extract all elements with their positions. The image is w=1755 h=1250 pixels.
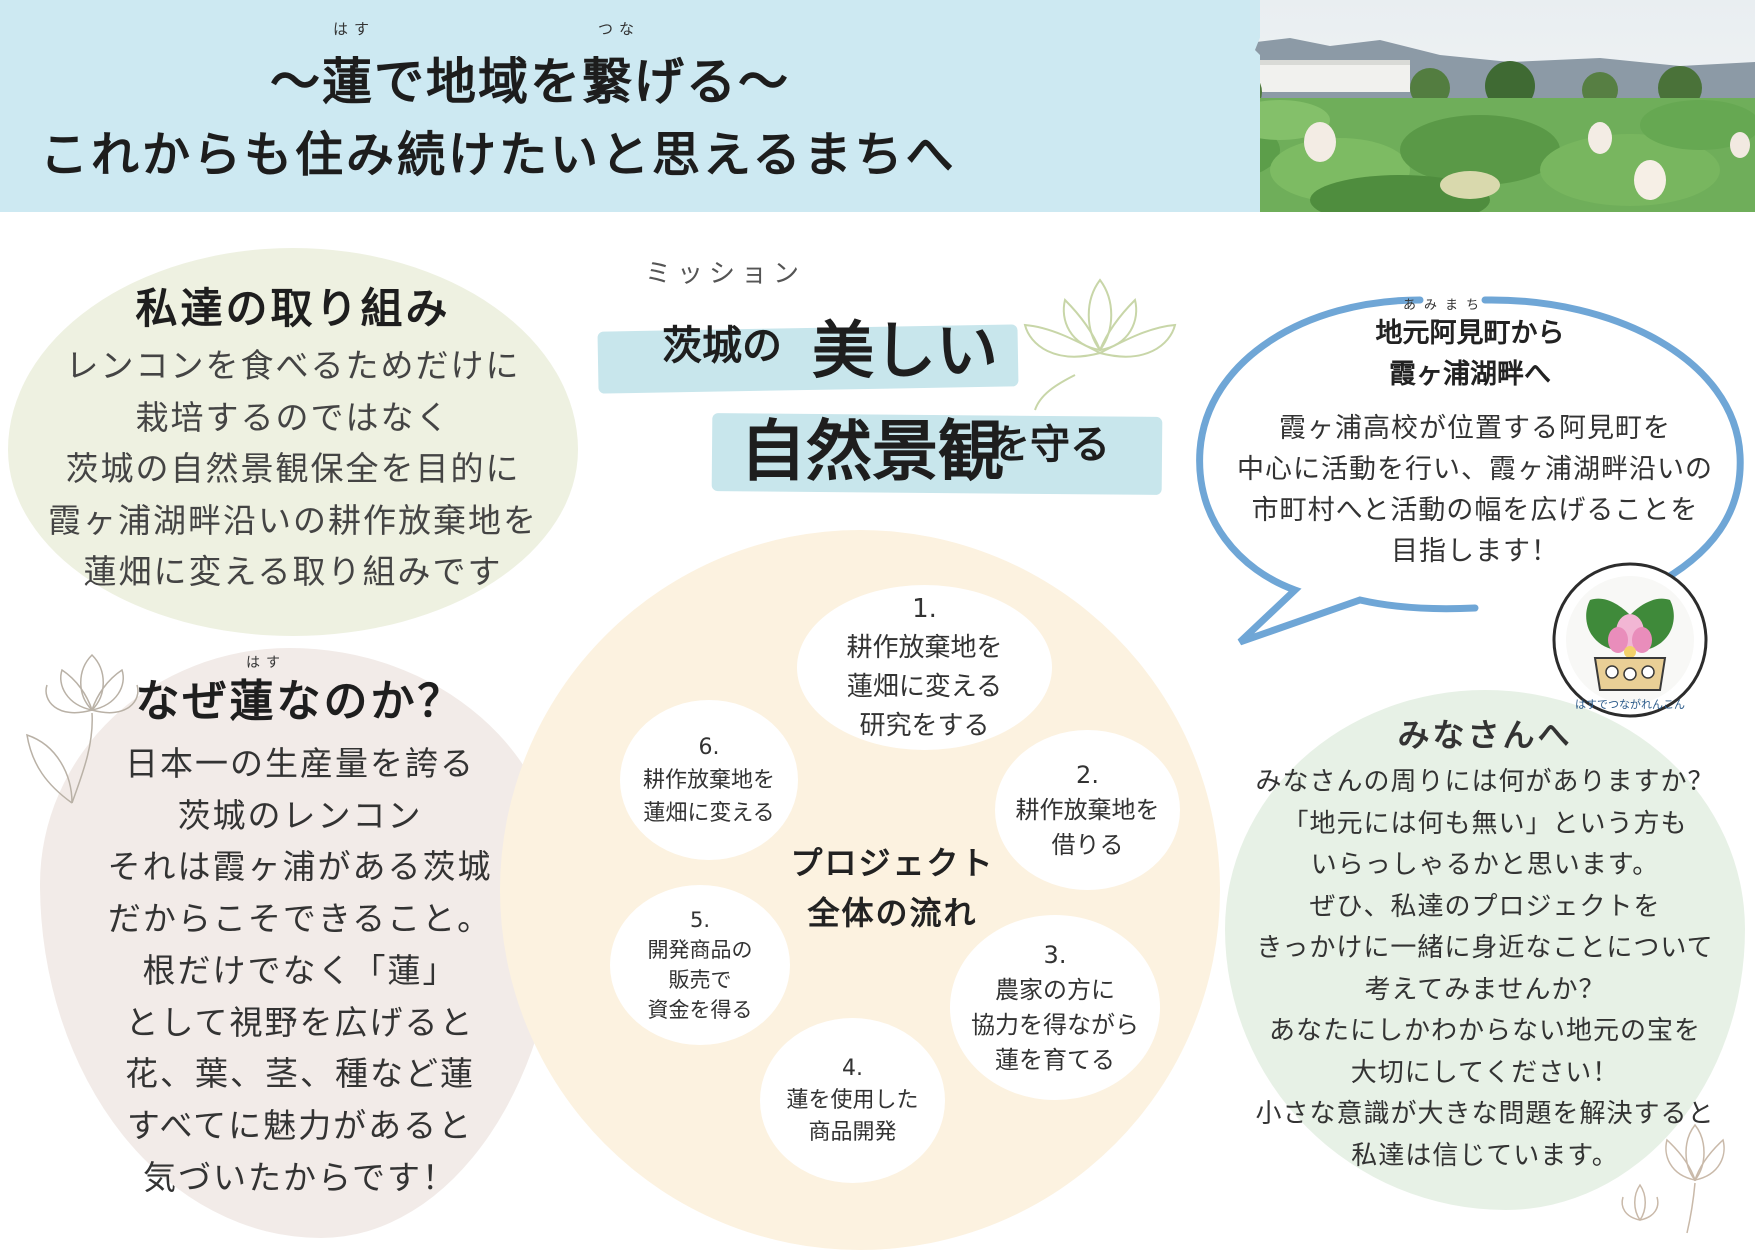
step-line: 資金を得る	[647, 998, 753, 1022]
step-line: 借りる	[1051, 830, 1124, 859]
step-number: 3.	[1043, 940, 1067, 969]
step-line: 販売で	[668, 968, 732, 992]
step-line: 耕作放棄地を	[642, 767, 775, 793]
flow-center-line: 全体の流れ	[807, 894, 978, 932]
step-line: 蓮を育てる	[995, 1045, 1115, 1074]
everyone-body: みなさんの周りには何がありますか？ 「地元には何も無い」という方も いらっしゃる…	[1225, 762, 1745, 1177]
everyone-title: みなさんへ	[1397, 716, 1573, 754]
everyone-line: 大切にしてください！	[1350, 1057, 1620, 1088]
hasu-de-tsunagarenkon-logo: はすでつながれんこん	[1552, 562, 1708, 718]
everyone-line: ぜひ、私達のプロジェクトを	[1309, 891, 1661, 922]
bubble-line: 霞ヶ浦高校が位置する阿見町を	[1279, 413, 1671, 444]
why-line: それは霞ヶ浦がある茨城	[107, 847, 493, 887]
mission-text-4: を守る	[990, 421, 1110, 468]
bubble-title-line: 霞ヶ浦湖畔へ	[1389, 359, 1551, 390]
speech-bubble	[1196, 296, 1744, 646]
logo-text: はすでつながれんこん	[1575, 697, 1685, 711]
step-line: 開発商品の	[647, 938, 753, 962]
efforts-line: 霞ヶ浦湖畔沿いの耕作放棄地を	[48, 500, 538, 540]
why-line: すべてに魅力があると	[126, 1105, 474, 1145]
everyone-line: みなさんの周りには何がありますか？	[1255, 767, 1715, 797]
why-line: として視野を広げると	[125, 1002, 475, 1042]
flow-step-1: 1. 耕作放棄地を 蓮畑に変える 研究をする	[797, 585, 1052, 750]
header-banner: ～蓮で地域を繋げる～ はす つな これからも住み続けたいと思えるまちへ	[0, 0, 1755, 212]
why-body: 日本一の生産量を誇る 茨城のレンコン それは霞ヶ浦がある茨城 だからこそできるこ…	[40, 738, 560, 1203]
mission-text-2: 美しい	[812, 314, 999, 387]
step-number: 2.	[1076, 760, 1099, 789]
efforts-body: レンコンを食べるためだけに 栽培するのではなく 茨城の自然景観保全を目的に 霞ヶ…	[8, 340, 578, 598]
efforts-line: レンコンを食べるためだけに	[65, 346, 521, 385]
why-line: だからこそできること。	[107, 899, 493, 939]
flow-center-line: プロジェクト	[790, 844, 995, 882]
step-line: 蓮を使用した	[786, 1087, 919, 1113]
ruby-tsuna: つな	[598, 20, 641, 38]
lotus-corner-drawing-icon	[1621, 1123, 1725, 1234]
mission-label: ミッション	[645, 259, 806, 289]
bubble-title: 地元阿見町から 霞ヶ浦湖畔へ	[1300, 313, 1640, 395]
efforts-line: 蓮畑に変える取り組みです	[83, 552, 503, 591]
everyone-line: 小さな意識が大きな問題を解決すると	[1255, 1099, 1715, 1129]
step-number: 4.	[842, 1055, 863, 1081]
bubble-ruby-amimachi: あみまち	[1403, 298, 1488, 313]
step-number: 5.	[689, 908, 711, 932]
everyone-line: きっかけに一緒に身近なことについて	[1256, 933, 1714, 963]
torn-edge-decoration	[1180, 0, 1260, 212]
flow-step-4: 4. 蓮を使用した 商品開発	[760, 1018, 945, 1183]
why-title: なぜ蓮なのか？	[135, 676, 465, 727]
bubble-title-line: 地元阿見町から	[1375, 318, 1565, 349]
title-line-2: これからも住み続けたいと思えるまちへ	[40, 127, 957, 183]
efforts-title: 私達の取り組み	[135, 284, 451, 333]
flow-center-title: プロジェクト 全体の流れ	[755, 838, 1030, 938]
flow-step-5: 5. 開発商品の 販売で 資金を得る	[610, 885, 790, 1045]
why-line: 日本一の生産量を誇る	[125, 744, 475, 783]
step-line: 商品開発	[808, 1119, 897, 1145]
efforts-line: 栽培するのではなく	[135, 397, 451, 437]
bubble-body: 霞ヶ浦高校が位置する阿見町を 中心に活動を行い、霞ヶ浦湖畔沿いの 市町村へと活動…	[1205, 408, 1745, 572]
bubble-line: 目指します！	[1391, 536, 1559, 567]
flow-step-3: 3. 農家の方に 協力を得ながら 蓮を育てる	[950, 915, 1160, 1100]
efforts-line: 茨城の自然景観保全を目的に	[65, 449, 521, 488]
efforts-background-blob	[8, 248, 578, 636]
step-line: 耕作放棄地を	[846, 632, 1003, 663]
bubble-line: 中心に活動を行い、霞ヶ浦湖畔沿いの	[1237, 454, 1713, 485]
step-line: 協力を得ながら	[971, 1010, 1139, 1039]
why-line: 根だけでなく「蓮」	[142, 950, 458, 990]
step-line: 研究をする	[859, 710, 990, 741]
why-line: 気づいたからです！	[142, 1157, 457, 1197]
step-line: 耕作放棄地を	[1015, 795, 1160, 824]
lotus-field-photo	[1180, 0, 1755, 212]
why-background-blob	[40, 648, 560, 1238]
mission-text-3: 自然景観	[740, 412, 1004, 490]
step-line: 蓮畑に変える	[846, 671, 1003, 702]
title-line-1: ～蓮で地域を繋げる～	[270, 52, 790, 111]
why-line: 茨城のレンコン	[177, 795, 423, 835]
step-line: 蓮畑に変える	[643, 800, 775, 826]
step-line: 農家の方に	[995, 975, 1115, 1004]
everyone-line: あなたにしかわからない地元の宝を	[1268, 1016, 1701, 1046]
lotus-flower-drawing-icon	[1023, 278, 1177, 411]
everyone-line: いらっしゃるかと思います。	[1310, 850, 1660, 880]
flow-step-2: 2. 耕作放棄地を 借りる	[995, 730, 1180, 890]
everyone-line: 私達は信じています。	[1351, 1140, 1619, 1171]
bubble-line: 市町村へと活動の幅を広げることを	[1251, 495, 1699, 526]
why-ruby-hasu: はす	[246, 655, 286, 671]
everyone-line: 「地元には何も無い」という方も	[1282, 808, 1688, 839]
step-number: 1.	[912, 593, 937, 624]
lotus-line-drawing-icon	[26, 653, 139, 804]
why-line: 花、葉、茎、種など蓮	[125, 1054, 475, 1094]
everyone-background-blob	[1225, 690, 1745, 1210]
everyone-line: 考えてみませんか？	[1364, 974, 1606, 1005]
mission-text-1: 茨城の	[662, 322, 782, 369]
ruby-hasu: はす	[333, 20, 376, 38]
flow-step-6: 6. 耕作放棄地を 蓮畑に変える	[620, 700, 798, 860]
step-number: 6.	[698, 734, 720, 760]
